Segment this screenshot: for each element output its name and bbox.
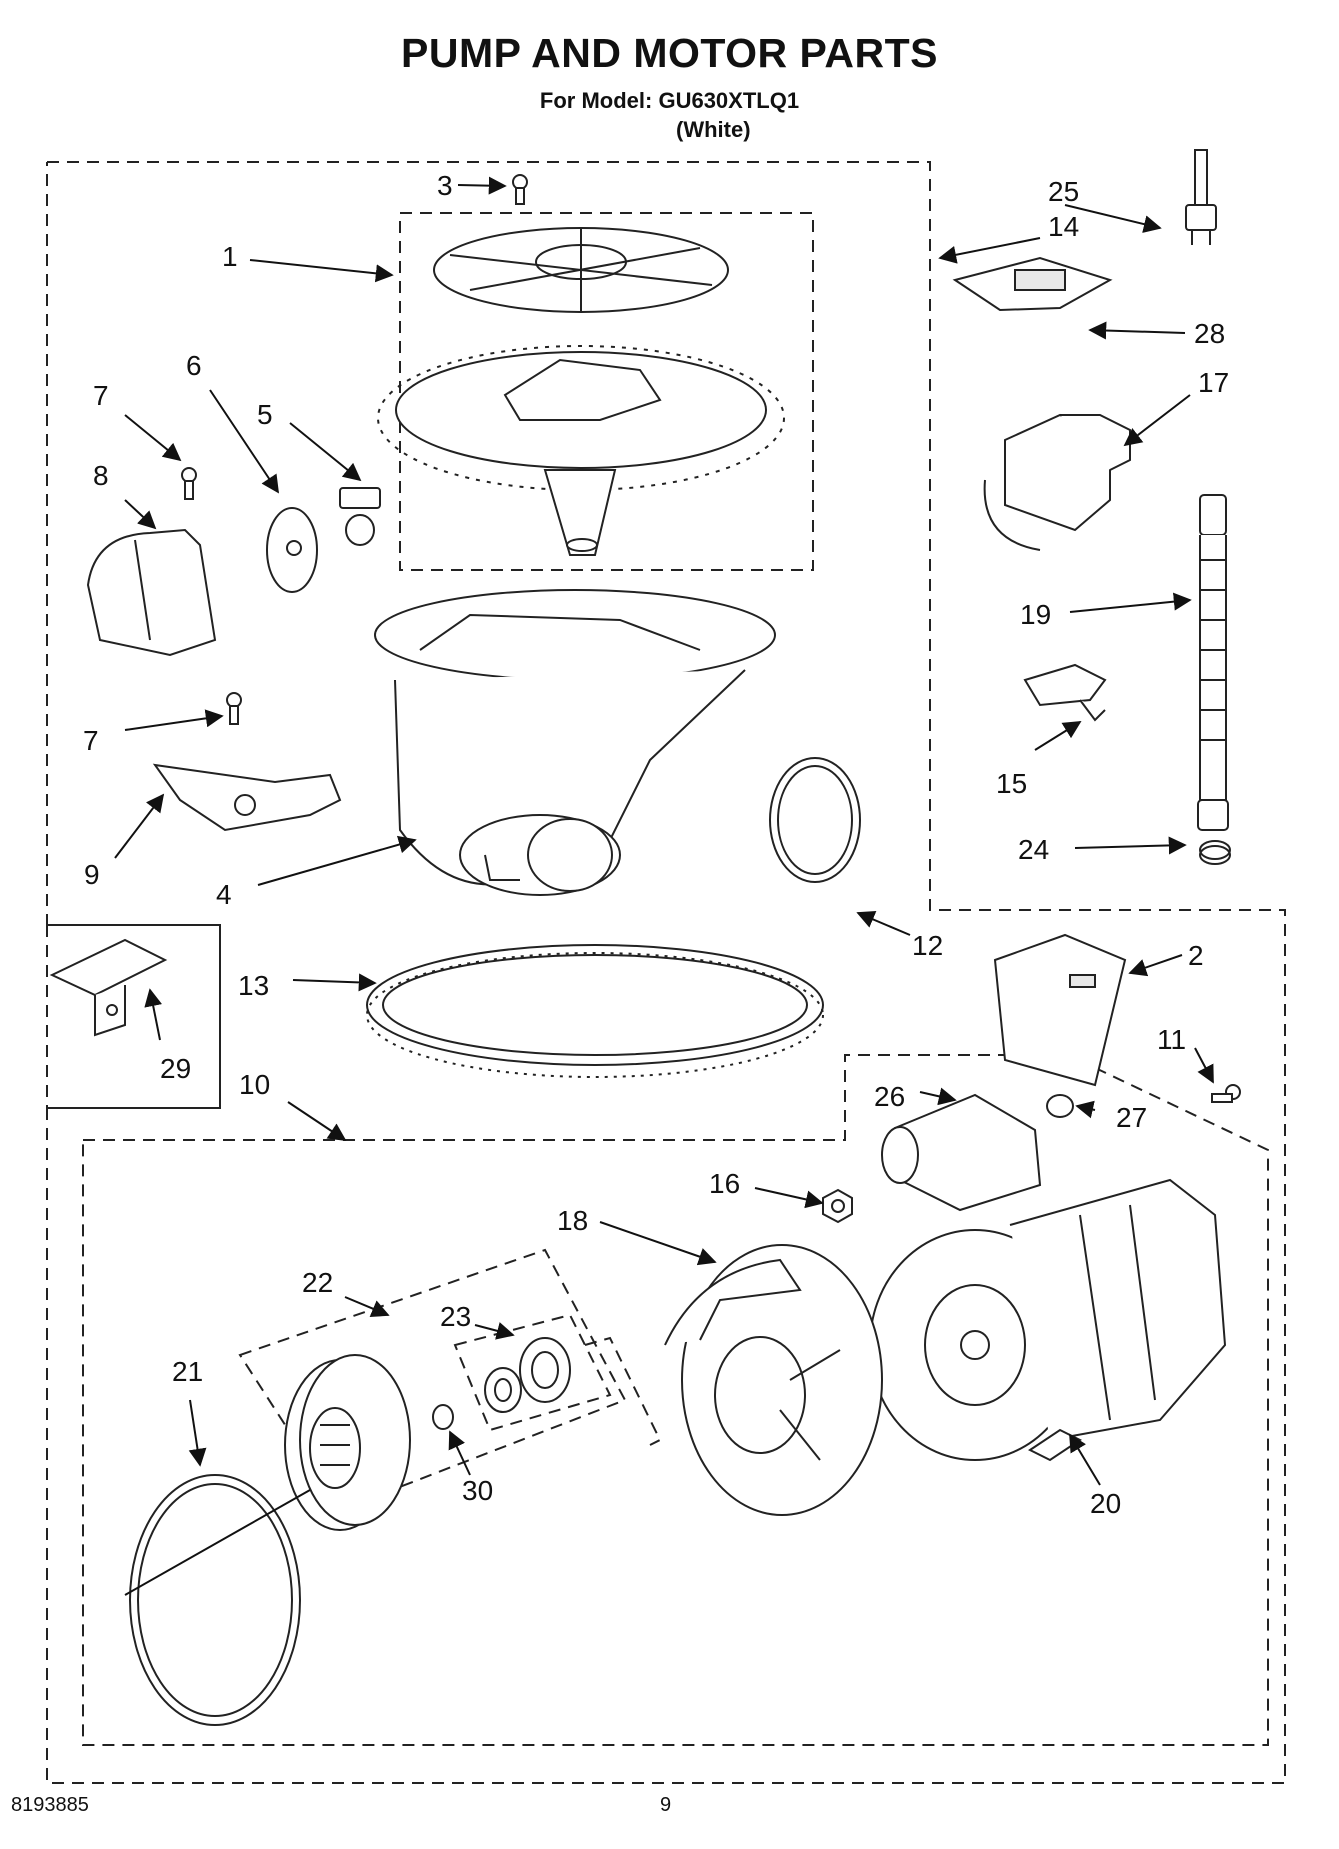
page-title: PUMP AND MOTOR PARTS: [401, 30, 938, 76]
part-22-pump-cap: [284, 1354, 411, 1531]
part-4-sump: [374, 589, 776, 896]
page-number: 9: [660, 1794, 672, 1816]
document-number: 8193885: [11, 1794, 89, 1816]
part-26-capacitor: [881, 1093, 1042, 1212]
part-15-clip: [1023, 663, 1107, 722]
callout-17: 17: [1198, 367, 1229, 398]
callout-7a: 7: [93, 380, 109, 411]
part-5-filter-clip: [339, 487, 381, 546]
callout-23: 23: [440, 1301, 471, 1332]
group-boxes: [46, 161, 1286, 1784]
part-21-ring-gasket: [129, 1474, 301, 1726]
part-6-impeller-plate: [266, 507, 318, 593]
model-line: For Model: GU630XTLQ1: [539, 88, 800, 113]
callout-labels: 1 2 3 4 5 6 7 7 8 9 10 11 12 13 14 15 16…: [83, 170, 1229, 1519]
seal-bracket: [584, 1336, 662, 1446]
callout-30: 30: [462, 1475, 493, 1506]
part-19-hose: [1197, 494, 1229, 831]
part-12-ring: [769, 757, 861, 883]
callout-3: 3: [437, 170, 453, 201]
part-23-seal: [484, 1337, 571, 1413]
callout-1: 1: [222, 241, 238, 272]
color-line: (White): [676, 117, 751, 142]
part-30-washer: [432, 1404, 454, 1430]
upper-group-box: [46, 161, 1286, 1784]
callout-16: 16: [709, 1168, 740, 1199]
motor-group-box: [82, 1054, 1269, 1746]
callout-26: 26: [874, 1081, 905, 1112]
part-7-screw-bottom: [226, 692, 242, 725]
callout-19: 19: [1020, 599, 1051, 630]
part-28-cover-plate: [952, 256, 1113, 312]
leader-lines: [114, 176, 1214, 1486]
part-drawings: [49, 149, 1241, 1726]
part-11-screw: [1211, 1084, 1241, 1103]
callout-10: 10: [239, 1069, 270, 1100]
part-20-motor: [869, 1178, 1227, 1462]
callout-5: 5: [257, 399, 273, 430]
seal-subgroup-box: [453, 1313, 612, 1432]
part-16-nut: [822, 1188, 853, 1224]
part-13-gasket: [366, 944, 824, 1078]
callout-24: 24: [1018, 834, 1049, 865]
callout-15: 15: [996, 768, 1027, 799]
part-spray-arm: [377, 345, 785, 556]
callout-21: 21: [172, 1356, 203, 1387]
part-29-bracket: [49, 938, 168, 1037]
part-8-cover: [86, 528, 217, 657]
callout-18: 18: [557, 1205, 588, 1236]
part-7-screw-top: [181, 467, 197, 500]
callout-14: 14: [1048, 211, 1079, 242]
callout-25: 25: [1048, 176, 1079, 207]
callout-9: 9: [84, 859, 100, 890]
callout-8: 8: [93, 460, 109, 491]
callout-11: 11: [1157, 1024, 1186, 1055]
callout-28: 28: [1194, 318, 1225, 349]
callout-27: 27: [1116, 1102, 1147, 1133]
part-27-washer: [1046, 1094, 1074, 1118]
callout-2: 2: [1188, 940, 1204, 971]
part-25-sensor: [1185, 149, 1217, 245]
callout-12: 12: [912, 930, 943, 961]
spray-arm-group-box: [399, 212, 814, 571]
part-18-pump-housing: [664, 1244, 883, 1516]
callout-29: 29: [160, 1053, 191, 1084]
part-1-spray-disk: [433, 227, 729, 313]
duct-group-box: [46, 924, 221, 1109]
callout-6: 6: [186, 350, 202, 381]
part-2-cover: [993, 933, 1127, 1087]
callout-7b: 7: [83, 725, 99, 756]
part-17-actuator: [983, 413, 1131, 551]
part-3-screw: [512, 174, 528, 205]
part-9-plate: [152, 763, 342, 832]
part-24-clamp: [1199, 840, 1231, 865]
callout-4: 4: [216, 879, 232, 910]
callout-22: 22: [302, 1267, 333, 1298]
callout-13: 13: [238, 970, 269, 1001]
callout-20: 20: [1090, 1488, 1121, 1519]
